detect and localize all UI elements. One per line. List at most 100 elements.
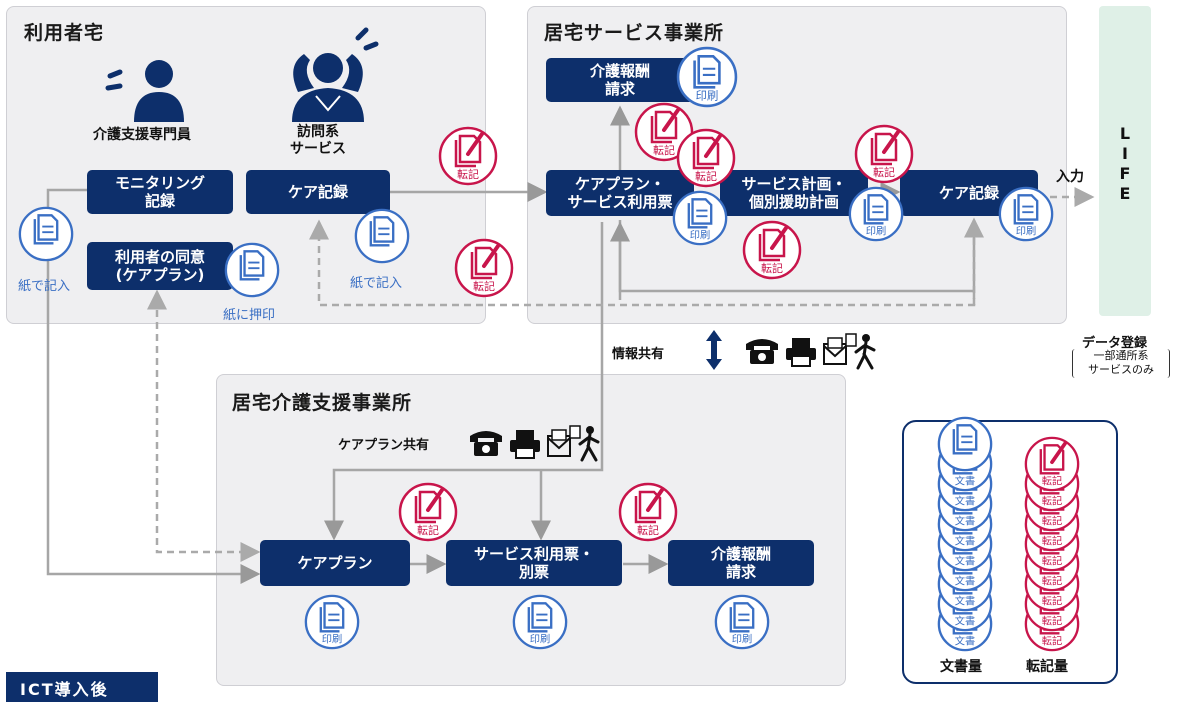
paper-stamp-label: 紙に押印 [223,308,276,323]
svg-text:印刷: 印刷 [696,89,719,103]
usage-slip-box[interactable]: サービス利用票・ 別票 [446,540,622,586]
svg-text:転記: 転記 [695,169,717,183]
panel-title-support-office: 居宅介護支援事業所 [232,392,413,414]
svg-text:文書: 文書 [955,475,976,488]
transcribe-icon: 転記 [454,238,514,302]
transcribe-icon: 転記 [634,102,694,166]
panel-title-user-home: 利用者宅 [24,22,105,44]
svg-text:転記: 転記 [1042,535,1063,548]
care-manager-person-icon [105,60,184,122]
person-walking-icon [845,333,876,370]
document-icon-svg [354,208,410,264]
fee-claim-top-box[interactable]: 介護報酬 請求 [546,58,694,102]
service-plan-box[interactable]: サービス計画・ 個別援助計画 [720,170,868,216]
document-icon: 印刷 [998,186,1054,246]
svg-text:転記: 転記 [1042,615,1063,628]
svg-text:転記: 転記 [457,167,479,181]
svg-text:印刷: 印刷 [732,634,753,646]
svg-text:転記: 転記 [1042,555,1063,568]
transcribe-icon-svg: 転記 [438,126,498,186]
document-icon [18,206,74,266]
phone-icon [746,339,778,364]
printer-icon [786,338,816,367]
transcribe-icon-svg: 転記 [634,102,694,162]
careplan-share-label: ケアプラン共有 [338,438,430,453]
life-column [1099,6,1151,316]
svg-text:印刷: 印刷 [690,230,711,242]
visit-service-label: 訪問系 サービス [290,124,346,157]
volume-legend [902,420,1118,684]
document-icon-svg: 印刷 [304,594,360,650]
consent-box[interactable]: 利用者の同意 (ケアプラン) [87,242,233,290]
care-record-home-box[interactable]: ケア記録 [246,170,390,214]
comm-icons-careplan-share [470,425,600,462]
transcribe-icon-svg: 転記 [398,482,458,542]
input-label: 入力 [1056,169,1084,185]
svg-text:文書: 文書 [955,595,976,608]
panel-title-service-office: 居宅サービス事業所 [544,22,725,44]
document-icon-svg: 印刷 [848,186,904,242]
double-arrow-icon [706,330,722,370]
transcribe-icon-svg: 転記 [454,238,514,298]
document-icon [354,208,410,268]
svg-text:文書: 文書 [955,615,976,628]
document-icon-svg: 印刷 [714,594,770,650]
paper-entry-label-2: 紙で記入 [350,276,403,291]
document-icon: 印刷 [672,190,728,250]
svg-text:印刷: 印刷 [866,226,887,238]
transcribe-icon: 転記 [854,124,914,188]
svg-text:転記: 転記 [873,165,895,179]
careplan-usage-box[interactable]: ケアプラン・ サービス利用票 [546,170,694,216]
svg-text:転記: 転記 [1042,495,1063,508]
document-icon-svg: 印刷 [998,186,1054,242]
transcribe-icon: 転記 [438,126,498,190]
document-icon: 印刷 [512,594,568,654]
svg-text:文書: 文書 [955,555,976,568]
life-label: L I F E [1119,124,1131,203]
visit-service-person-icon [292,27,379,122]
svg-text:文書: 文書 [955,495,976,508]
document-icon: 印刷 [676,46,738,112]
fee-claim-bottom-box[interactable]: 介護報酬 請求 [668,540,814,586]
transcribe-icon-svg: 転記 [618,482,678,542]
data-registration-note: 一部通所系 サービスのみ [1072,349,1170,378]
svg-text:転記: 転記 [417,523,439,537]
info-share-label: 情報共有 [612,347,665,362]
document-icon: 印刷 [714,594,770,654]
svg-text:転記: 転記 [1042,475,1063,488]
document-icon: 印刷 [304,594,360,654]
transcribe-icon-svg: 転記 [742,220,802,280]
transcribe-icon: 転記 [742,220,802,284]
document-icon-svg [18,206,74,262]
svg-text:転記: 転記 [761,261,783,275]
transcribe-icon: 転記 [676,128,736,192]
svg-text:転記: 転記 [1042,515,1063,528]
svg-text:転記: 転記 [1042,575,1063,588]
document-icon-svg: 印刷 [672,190,728,246]
person-walking-icon [569,425,600,462]
document-icon-svg: 印刷 [676,46,738,108]
svg-text:文書: 文書 [955,515,976,528]
document-icon [224,242,280,302]
svg-text:転記: 転記 [1042,595,1063,608]
document-icon-svg [224,242,280,298]
document-icon: 印刷 [848,186,904,246]
printer-icon [510,430,540,459]
document-icon-svg: 印刷 [512,594,568,650]
careplan-box[interactable]: ケアプラン [260,540,410,586]
transcribe-icon-svg: 転記 [854,124,914,184]
monitoring-record-box[interactable]: モニタリング 記録 [87,170,233,214]
svg-text:転記: 転記 [1042,635,1063,648]
care-manager-label: 介護支援専門員 [93,127,191,143]
transcribe-icon: 転記 [618,482,678,546]
mail-icon [823,337,847,365]
legend-document-svg [937,416,993,472]
ict-tab: ICT導入後 [6,672,158,702]
data-registration-label: データ登録 [1082,336,1148,351]
mail-icon [547,429,571,457]
svg-text:文書: 文書 [955,635,976,648]
paper-entry-label-1: 紙で記入 [18,279,71,294]
svg-text:転記: 転記 [637,523,659,537]
legend-transcribe-icon: 転記 [1024,436,1080,496]
